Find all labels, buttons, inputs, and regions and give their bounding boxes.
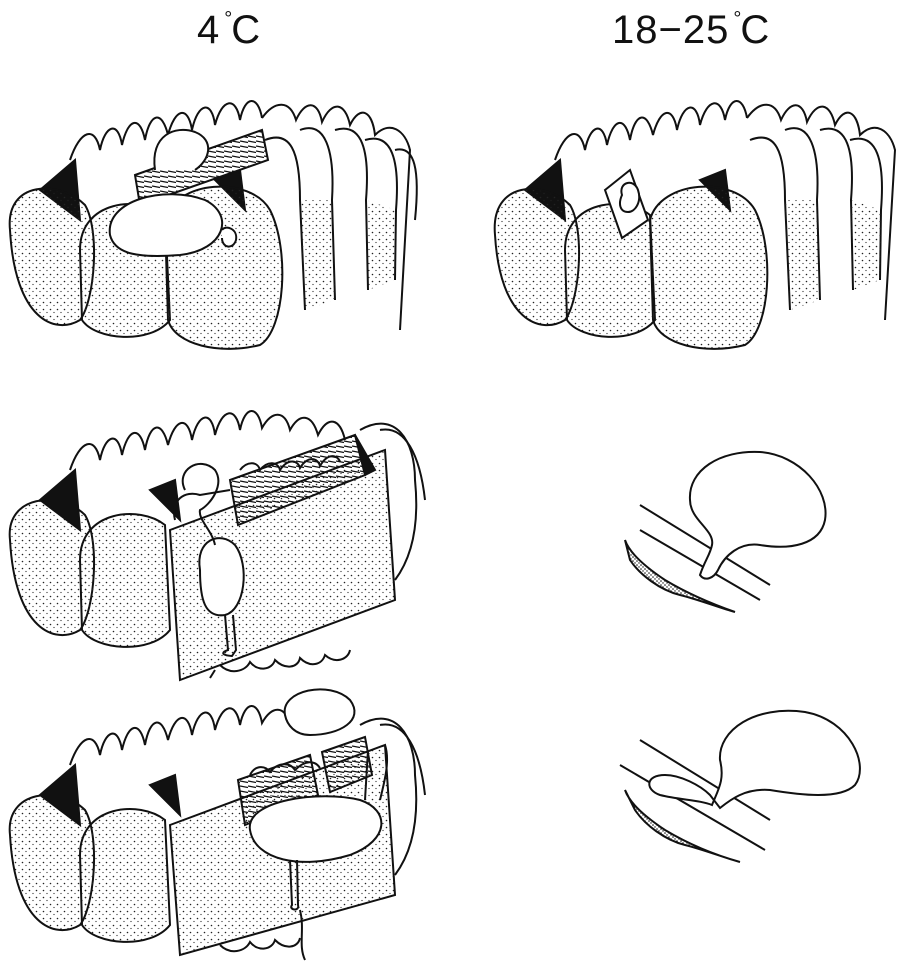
panel-18-25c-stage-1 [495, 101, 895, 349]
panel-4c-stage-3 [10, 689, 425, 960]
panel-18-25c-stage-2 [625, 452, 826, 612]
panel-18-25c-stage-3 [620, 711, 860, 862]
panel-4c-stage-2 [10, 411, 425, 680]
panel-4c-stage-1 [10, 101, 417, 349]
